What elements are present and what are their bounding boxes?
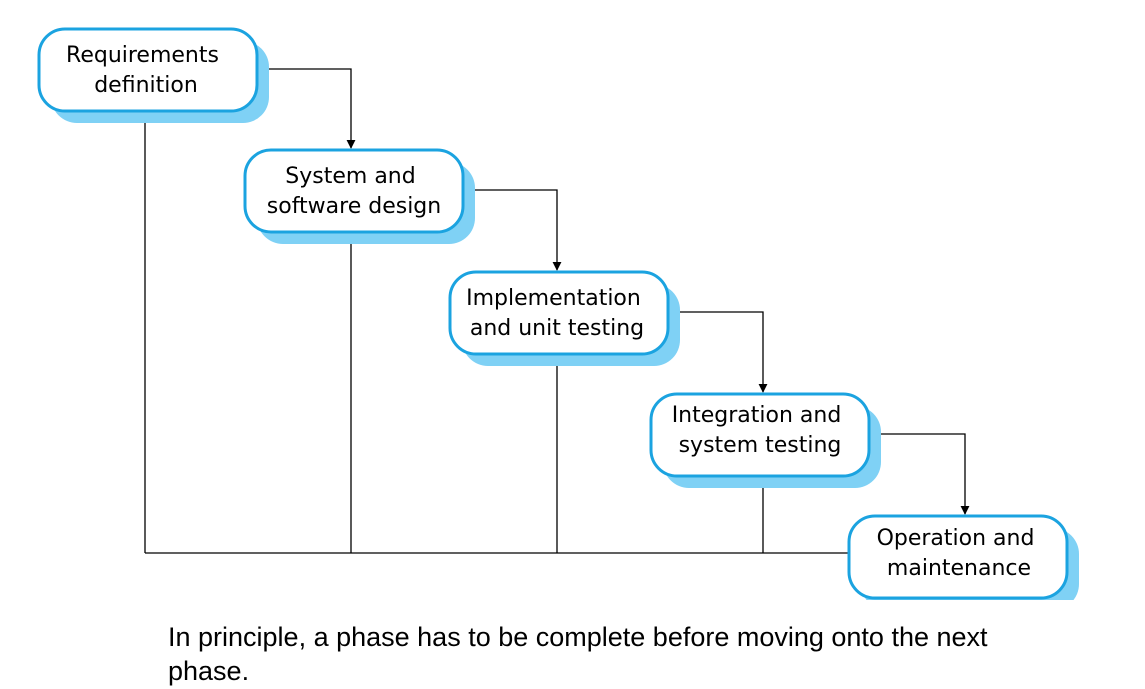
phase-label-line-2: and unit testing (470, 316, 644, 341)
phase-box (243, 148, 465, 234)
phase-label-line-1: Implementation (466, 286, 641, 311)
phase-label: Integration and system testing (672, 403, 849, 458)
phase-box (847, 514, 1069, 600)
caption-text: In principle, a phase has to be complete… (168, 622, 988, 686)
phase-requirements: Requirements definition (37, 27, 269, 123)
phase-box (37, 27, 259, 113)
phase-label-line-1: System and (285, 164, 415, 189)
phase-label-line-2: maintenance (887, 556, 1031, 581)
connector-requirements-to-design (256, 68, 356, 149)
phase-box (448, 270, 670, 356)
phase-label: Requirements definition (66, 43, 226, 98)
phase-label-line-1: Requirements (66, 43, 219, 68)
forward-connectors (256, 68, 970, 515)
phase-label-line-2: system testing (679, 433, 842, 458)
phase-label: Operation and maintenance (877, 526, 1042, 581)
connector-design-to-implementation (462, 189, 562, 271)
phase-label: System and software design (267, 164, 441, 219)
phase-implementation: Implementation and unit testing (448, 270, 680, 366)
waterfall-svg: Requirements definition System and softw… (37, 27, 1079, 600)
phase-label-line-2: definition (94, 73, 198, 98)
connector-implementation-to-integration (668, 311, 768, 393)
phase-integration: Integration and system testing (649, 392, 881, 488)
connector-integration-to-operation (868, 433, 970, 515)
phase-label: Implementation and unit testing (466, 286, 648, 341)
phase-label-line-1: Operation and (877, 526, 1035, 551)
phase-operation: Operation and maintenance (847, 514, 1079, 600)
phase-label-line-1: Integration and (672, 403, 842, 428)
phase-box (649, 392, 871, 478)
phase-design: System and software design (243, 148, 475, 244)
phase-label-line-2: software design (267, 194, 441, 219)
feedback-lines (140, 110, 849, 554)
